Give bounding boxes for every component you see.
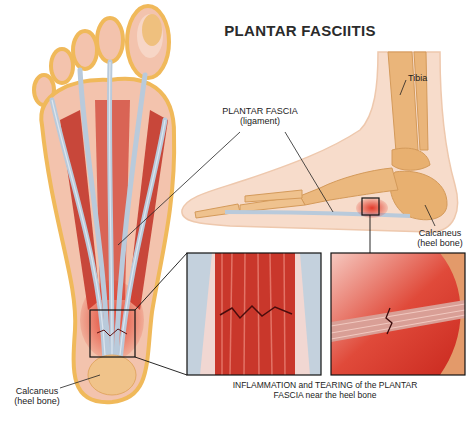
inset-frame	[331, 253, 465, 375]
side-view-foot	[182, 52, 458, 232]
toe	[97, 18, 123, 62]
leader-line	[425, 205, 435, 226]
fascia-band	[120, 120, 165, 360]
tarsal-bones	[300, 168, 398, 205]
toe	[51, 49, 73, 83]
part-label: Calcaneus (heel bone)	[408, 228, 472, 249]
fibula-bone	[414, 52, 428, 150]
fiber	[230, 253, 232, 375]
calcaneus-bone	[390, 171, 447, 220]
fascia-line	[109, 62, 112, 355]
fiber	[331, 310, 465, 333]
zoom-lines	[135, 215, 370, 375]
part-label: Tibia	[408, 73, 458, 83]
fascia-edge	[187, 253, 212, 375]
sole-view-foot	[34, 6, 174, 402]
fascia-tissue	[215, 253, 295, 375]
plantar-fascia	[52, 62, 165, 360]
leader-line	[60, 375, 100, 388]
fiber	[284, 253, 285, 375]
inset-close-up	[187, 253, 321, 375]
leader-line	[400, 80, 406, 95]
inset-frame	[187, 253, 321, 375]
fiber	[258, 253, 259, 375]
fascia-band	[331, 300, 465, 342]
foot-skin	[182, 52, 458, 232]
leader-line	[285, 132, 333, 212]
zoom-box	[90, 310, 135, 357]
inset-bg	[187, 253, 321, 375]
caption: INFLAMMATION and TEARING of the PLANTAR …	[225, 381, 425, 401]
inset-bg	[331, 253, 465, 375]
part-label: Calcaneus (heel bone)	[6, 386, 68, 407]
toe-tips	[137, 14, 163, 58]
tear-mark	[97, 329, 127, 336]
fascia-line	[120, 120, 165, 355]
zoom-line	[370, 215, 371, 253]
muscles	[60, 100, 168, 310]
fiber	[331, 315, 465, 339]
fascia-edge	[300, 253, 321, 375]
fascia-band	[109, 62, 112, 360]
fiber	[331, 304, 465, 326]
fascia-fibers	[331, 304, 465, 339]
inflamed-area	[356, 198, 388, 218]
zoom-line	[135, 253, 187, 310]
metatarsal	[245, 190, 302, 202]
leader-line	[118, 132, 240, 245]
toe	[73, 31, 97, 69]
inset-side-close-up	[331, 253, 465, 375]
diagram-title: PLANTAR FASCIITIS	[200, 22, 400, 39]
zoom-box	[362, 198, 379, 215]
fiber	[270, 253, 272, 375]
part-label: PLANTAR FASCIA (ligament)	[205, 106, 315, 127]
toe-pad	[137, 14, 163, 58]
tissue-fibers	[222, 253, 285, 375]
fascia-band	[116, 75, 145, 360]
fascia-highlights	[52, 62, 165, 355]
tear-line	[220, 306, 292, 318]
zoom-line	[135, 357, 187, 375]
tibia-bone	[388, 52, 418, 152]
big-toe	[127, 6, 169, 78]
talus-bone	[392, 148, 430, 170]
fascia-band	[80, 70, 108, 360]
fascia-line	[52, 100, 105, 355]
tear-line	[386, 308, 392, 334]
heel-bone	[88, 355, 136, 395]
leader-lines	[60, 80, 435, 388]
phalanx-bone	[142, 14, 162, 46]
